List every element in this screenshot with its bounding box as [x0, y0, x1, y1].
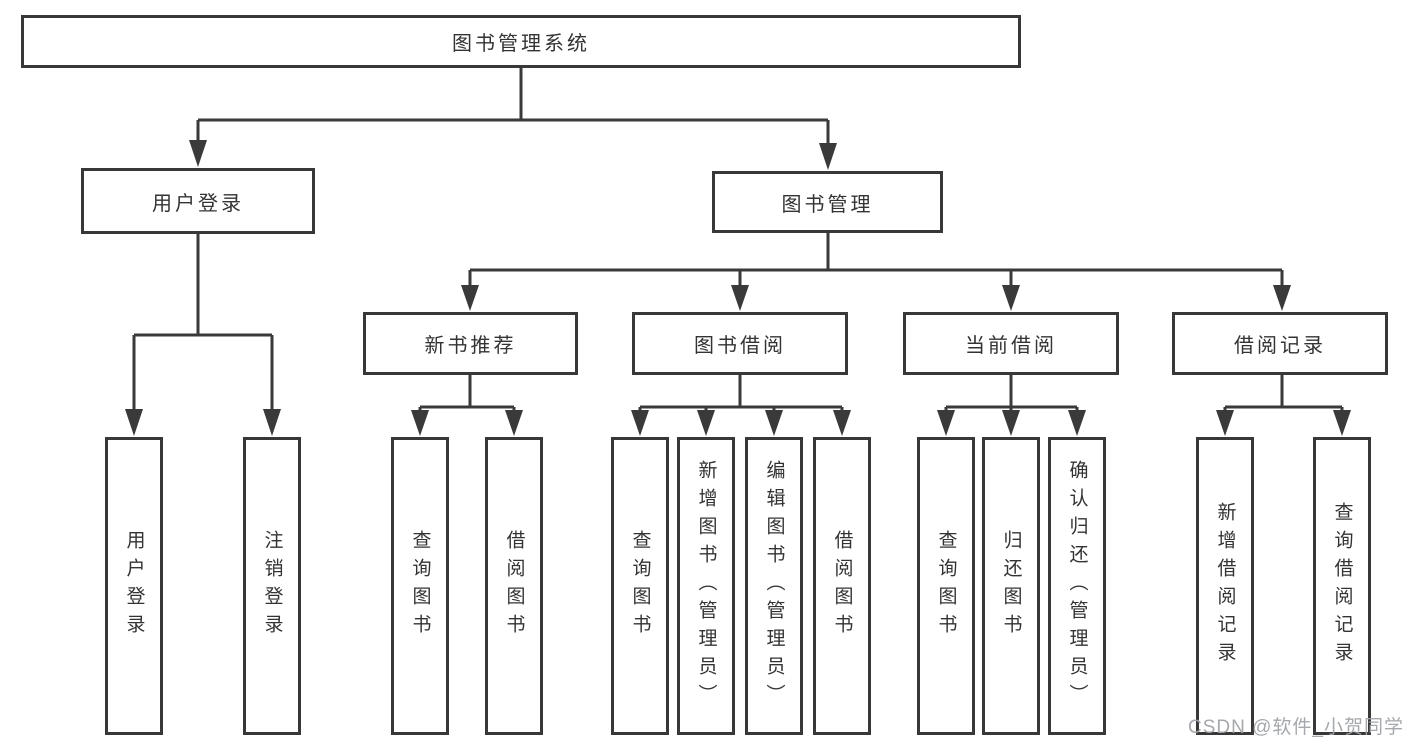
leaf-label: 借阅图书	[831, 530, 853, 642]
leaf-add-borrow-record: 新增借阅记录	[1196, 437, 1254, 735]
leaf-query-books: 查询图书	[391, 437, 449, 735]
node-new-book-recommend: 新书推荐	[363, 312, 578, 375]
leaf-label: 归还图书	[1000, 530, 1022, 642]
node-label: 图书借阅	[694, 335, 786, 357]
leaf-borrow-books: 借阅图书	[485, 437, 543, 735]
leaf-label: 借阅图书	[503, 530, 525, 642]
leaf-label: 新增借阅记录	[1214, 502, 1236, 670]
leaf-borrow-books: 借阅图书	[813, 437, 871, 735]
leaf-label: 查询图书	[409, 530, 431, 642]
leaf-edit-books-admin: 编辑图书（管理员）	[745, 437, 803, 735]
leaf-label: 查询图书	[629, 530, 651, 642]
node-user-login-branch: 用户登录	[81, 168, 315, 234]
leaf-label: 查询图书	[935, 530, 957, 642]
node-label: 图书管理	[781, 193, 874, 216]
leaf-label: 用户登录	[123, 530, 145, 642]
node-book-management-branch: 图书管理	[712, 171, 943, 233]
node-label: 用户登录	[152, 192, 244, 215]
leaf-add-books-admin: 新增图书（管理员）	[677, 437, 735, 735]
node-library-management-system: 图书管理系统	[21, 15, 1021, 68]
node-label: 新书推荐	[424, 335, 517, 357]
leaf-label: 确认归还（管理员）	[1066, 460, 1088, 712]
leaf-query-books: 查询图书	[611, 437, 669, 735]
node-borrow-record: 借阅记录	[1172, 312, 1388, 375]
node-current-borrow: 当前借阅	[903, 312, 1119, 375]
leaf-label: 编辑图书（管理员）	[763, 460, 785, 712]
node-book-borrow: 图书借阅	[632, 312, 848, 375]
leaf-query-borrow-record: 查询借阅记录	[1313, 437, 1371, 735]
leaf-confirm-return-admin: 确认归还（管理员）	[1048, 437, 1106, 735]
leaf-user-login: 用户登录	[105, 437, 163, 735]
leaf-query-books: 查询图书	[917, 437, 975, 735]
leaf-logout: 注销登录	[243, 437, 301, 735]
node-label: 图书管理系统	[452, 33, 590, 55]
leaf-label: 新增图书（管理员）	[695, 460, 717, 712]
leaf-label: 注销登录	[261, 530, 283, 642]
leaf-return-books: 归还图书	[982, 437, 1040, 735]
leaf-label: 查询借阅记录	[1331, 502, 1353, 670]
node-label: 借阅记录	[1234, 335, 1326, 357]
node-label: 当前借阅	[965, 335, 1057, 357]
csdn-watermark: CSDN @软件_小贺同学	[1188, 717, 1404, 738]
